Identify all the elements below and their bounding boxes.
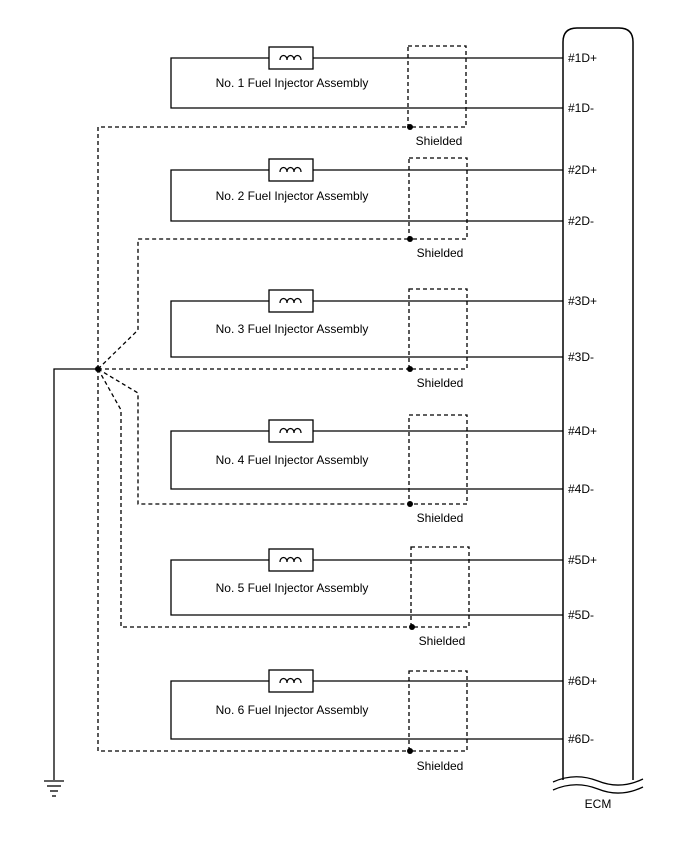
terminal-label-bg <box>567 214 596 228</box>
ecm-label: ECM <box>585 797 612 811</box>
injector-2-loop-wire <box>170 169 563 222</box>
injector-5-loop-wire <box>170 559 563 616</box>
ecm-block: ECM <box>552 27 644 811</box>
shield-6-label: Shielded <box>417 759 464 773</box>
terminal-label-bg <box>567 674 599 688</box>
terminal-1-positive: #1D+ <box>568 51 597 65</box>
terminal-label-bg <box>567 608 596 622</box>
terminal-4-negative: #4D- <box>568 482 594 496</box>
terminal-label-bg <box>567 553 599 567</box>
terminal-5-positive: #5D+ <box>568 553 597 567</box>
injector-6-label: No. 6 Fuel Injector Assembly <box>216 703 369 717</box>
injector-3-label: No. 3 Fuel Injector Assembly <box>216 322 369 336</box>
coil-icon <box>279 166 302 173</box>
coil-icon <box>279 297 302 304</box>
terminal-label-bg <box>567 294 599 308</box>
shield-3-label: Shielded <box>417 376 464 390</box>
terminal-6-positive: #6D+ <box>568 674 597 688</box>
ecm-break-wave-upper <box>552 776 644 786</box>
injector-1-loop-wire <box>170 57 563 109</box>
shield-4-box <box>408 414 468 505</box>
injector-6-coil-box <box>268 669 314 693</box>
shield-2-label: Shielded <box>417 246 464 260</box>
terminal-label-bg <box>567 163 599 177</box>
shield-3-drain-dot <box>407 366 413 372</box>
terminal-label-bg <box>567 51 599 65</box>
injector-4-label: No. 4 Fuel Injector Assembly <box>216 453 369 467</box>
shield-5-box <box>410 546 470 628</box>
coil-icon <box>279 427 302 434</box>
terminal-label-bg <box>567 482 596 496</box>
injector-1-label: No. 1 Fuel Injector Assembly <box>216 76 369 90</box>
terminal-5-negative: #5D- <box>568 608 594 622</box>
shield-drain-6 <box>97 369 410 752</box>
terminal-6-negative: #6D- <box>568 732 594 746</box>
terminal-3-positive: #3D+ <box>568 294 597 308</box>
shield-ground <box>44 126 412 797</box>
shield-2-box <box>408 157 468 240</box>
shield-drain-5 <box>97 368 412 628</box>
terminal-label-bg <box>567 350 596 364</box>
injector-2-coil-box <box>268 158 314 182</box>
terminal-1-negative: #1D- <box>568 101 594 115</box>
coil-icon <box>279 556 302 563</box>
shield-4-drain-dot <box>407 501 413 507</box>
injector-4-coil-box <box>268 419 314 443</box>
shield-5-label: Shielded <box>419 634 466 648</box>
injector-2-label: No. 2 Fuel Injector Assembly <box>216 189 369 203</box>
injector-4-loop-wire <box>170 430 563 490</box>
shield-drain-2 <box>97 238 410 370</box>
coil-icon <box>279 54 302 61</box>
shield-3-box <box>408 288 468 370</box>
ecm-body <box>562 27 634 780</box>
shield-2-drain-dot <box>407 236 413 242</box>
shield-1-box <box>407 45 467 128</box>
shield-5-drain-dot <box>409 624 415 630</box>
injector-5-coil-box <box>268 548 314 572</box>
terminal-label-bg <box>567 732 596 746</box>
injector-1-coil-box <box>268 46 314 70</box>
terminal-label-bg <box>567 101 596 115</box>
ecm-break-wave-lower <box>552 784 644 794</box>
injector-5-label: No. 5 Fuel Injector Assembly <box>216 581 369 595</box>
injector-3-coil-box <box>268 289 314 313</box>
injector-6-loop-wire <box>170 680 563 740</box>
shield-6-box <box>408 670 468 752</box>
injector-3-loop-wire <box>170 300 563 358</box>
terminal-3-negative: #3D- <box>568 350 594 364</box>
shield-4-label: Shielded <box>417 511 464 525</box>
shield-1-drain-dot <box>407 124 413 130</box>
shield-1-label: Shielded <box>416 134 463 148</box>
terminal-4-positive: #4D+ <box>568 424 597 438</box>
terminal-2-negative: #2D- <box>568 214 594 228</box>
terminal-label-bg <box>567 424 599 438</box>
shield-drain-4 <box>97 368 410 505</box>
ground-lead <box>53 368 98 780</box>
shield-6-drain-dot <box>407 748 413 754</box>
shield-drain-1 <box>97 126 410 369</box>
coil-icon <box>279 677 302 684</box>
terminal-2-positive: #2D+ <box>568 163 597 177</box>
